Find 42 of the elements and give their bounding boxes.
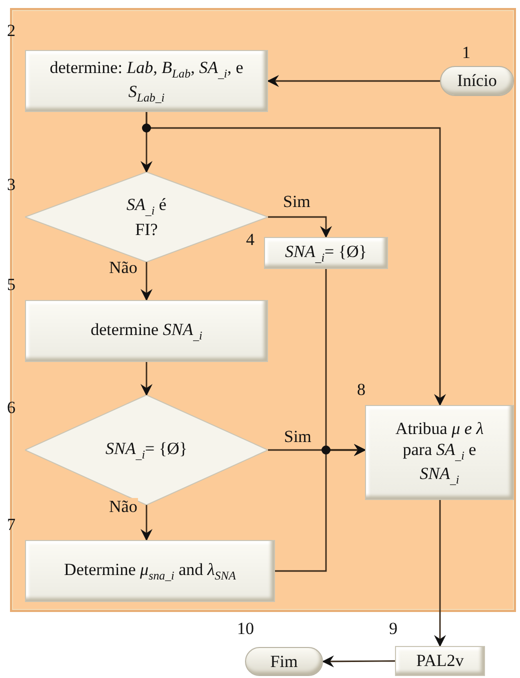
process-box [395, 646, 485, 676]
node-text: SNA$_{_i}$= {Ø} [106, 438, 188, 462]
node-text: SNA$_{_i}$= {Ø} [285, 240, 367, 266]
node-text: Início [457, 70, 497, 92]
arrow [275, 444, 366, 572]
step-number: 4 [246, 231, 254, 248]
arrow [140, 505, 152, 541]
step-number: 8 [357, 381, 366, 398]
node-text: PAL2v [416, 650, 464, 672]
terminator [245, 647, 323, 676]
step-number: 2 [7, 22, 16, 39]
process-box [365, 405, 514, 500]
process-box [25, 300, 268, 362]
edge-label: Sim [282, 193, 312, 210]
arrow [322, 655, 395, 668]
terminator [440, 66, 514, 96]
node-text: Determine μ$_{sna_i}$ and λ$_{SNA}$ [64, 558, 236, 584]
step-number: 3 [7, 176, 16, 193]
edge-label: Não [108, 259, 138, 276]
step-number: 1 [462, 44, 470, 61]
process-box [25, 540, 275, 602]
arrow [146, 112, 446, 406]
step-number: 6 [7, 399, 16, 416]
arrow [268, 216, 332, 238]
node-text: determine: Lab, B$_{Lab}$, SA$_{_i}$, e S$_{Lab_i}$ [48, 56, 244, 106]
node-text: Fim [270, 650, 298, 672]
step-number: 7 [7, 516, 16, 533]
edge-label: Não [108, 498, 138, 515]
process-box [264, 237, 388, 269]
node-text: Atribua μ e λ para SA$_{_i}$ e SNA$_{_i}$ [394, 418, 485, 488]
node-text: SA$_{_i}$ é FI? [126, 194, 168, 240]
process-box [25, 50, 268, 112]
step-number: 9 [389, 620, 398, 637]
arrow [140, 362, 152, 396]
edge-label: Sim [283, 428, 312, 445]
step-number: 10 [237, 620, 254, 637]
step-number: 5 [7, 276, 16, 293]
decision-diamond [25, 172, 268, 262]
arrow [267, 75, 440, 87]
node-text: determine SNA$_{_i}$ [90, 318, 202, 344]
arrow [140, 262, 152, 301]
arrow [434, 500, 446, 647]
